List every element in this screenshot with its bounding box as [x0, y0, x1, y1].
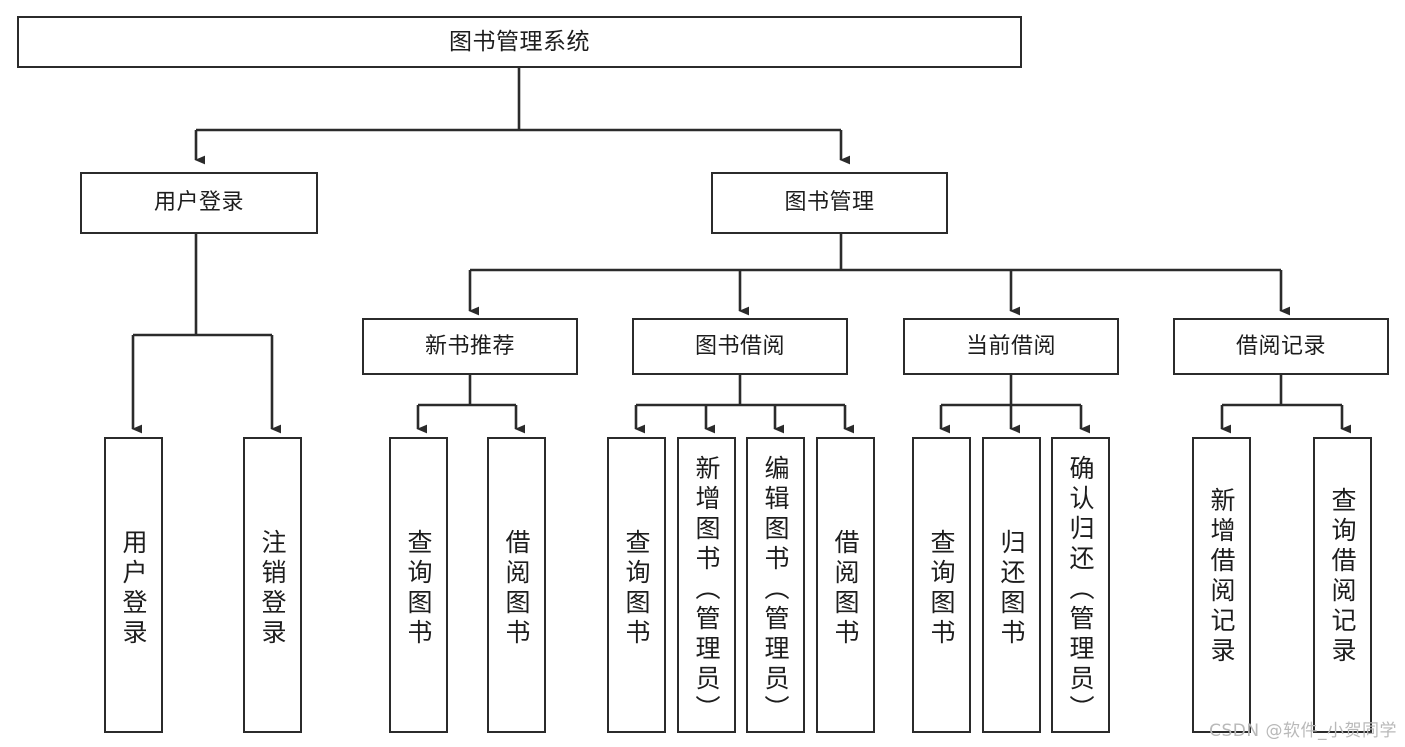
csdn-watermark: CSDN @软件_小贺同学: [1209, 721, 1397, 741]
node-label: 新增借阅记录: [1207, 487, 1236, 667]
node-label: 用户登录: [119, 529, 148, 649]
node-label: 图书借阅: [694, 333, 785, 359]
node-leaf-query-book-1[interactable]: 查询图书: [389, 437, 448, 733]
node-label: 归还图书: [997, 529, 1026, 649]
node-leaf-query-book-2[interactable]: 查询图书: [607, 437, 666, 733]
node-label: 当前借阅: [965, 333, 1056, 359]
node-leaf-confirm-return[interactable]: 确认归还（管理员）: [1051, 437, 1110, 733]
node-label: 查询图书: [927, 529, 956, 649]
node-new-book-recommend[interactable]: 新书推荐: [362, 318, 578, 375]
node-leaf-query-borrow-record[interactable]: 查询借阅记录: [1313, 437, 1372, 733]
node-leaf-user-login[interactable]: 用户登录: [104, 437, 163, 733]
node-label: 借阅图书: [831, 529, 860, 649]
node-label: 图书管理: [784, 190, 875, 216]
node-user-login[interactable]: 用户登录: [80, 172, 318, 234]
node-leaf-borrow-book-1[interactable]: 借阅图书: [487, 437, 546, 733]
node-leaf-return-book[interactable]: 归还图书: [982, 437, 1041, 733]
node-label: 借阅图书: [502, 529, 531, 649]
node-leaf-edit-book[interactable]: 编辑图书（管理员）: [746, 437, 805, 733]
node-leaf-add-borrow-record[interactable]: 新增借阅记录: [1192, 437, 1251, 733]
node-book-management[interactable]: 图书管理: [711, 172, 948, 234]
node-label: 新增图书（管理员）: [692, 455, 721, 725]
node-current-borrow[interactable]: 当前借阅: [903, 318, 1119, 375]
node-label: 注销登录: [258, 529, 287, 649]
node-root-book-management-system[interactable]: 图书管理系统: [17, 16, 1022, 68]
node-leaf-add-book[interactable]: 新增图书（管理员）: [677, 437, 736, 733]
node-label: 用户登录: [153, 190, 244, 216]
node-label: 查询借阅记录: [1328, 487, 1357, 667]
node-borrow-record[interactable]: 借阅记录: [1173, 318, 1389, 375]
node-label: 查询图书: [404, 529, 433, 649]
node-leaf-query-book-3[interactable]: 查询图书: [912, 437, 971, 733]
node-label: 图书管理系统: [449, 28, 590, 55]
node-book-borrow[interactable]: 图书借阅: [632, 318, 848, 375]
node-label: 查询图书: [622, 529, 651, 649]
node-label: 新书推荐: [424, 333, 515, 359]
node-leaf-logout-login[interactable]: 注销登录: [243, 437, 302, 733]
node-leaf-borrow-book-2[interactable]: 借阅图书: [816, 437, 875, 733]
node-label: 借阅记录: [1235, 333, 1326, 359]
node-label: 编辑图书（管理员）: [761, 455, 790, 725]
node-label: 确认归还（管理员）: [1066, 455, 1095, 725]
